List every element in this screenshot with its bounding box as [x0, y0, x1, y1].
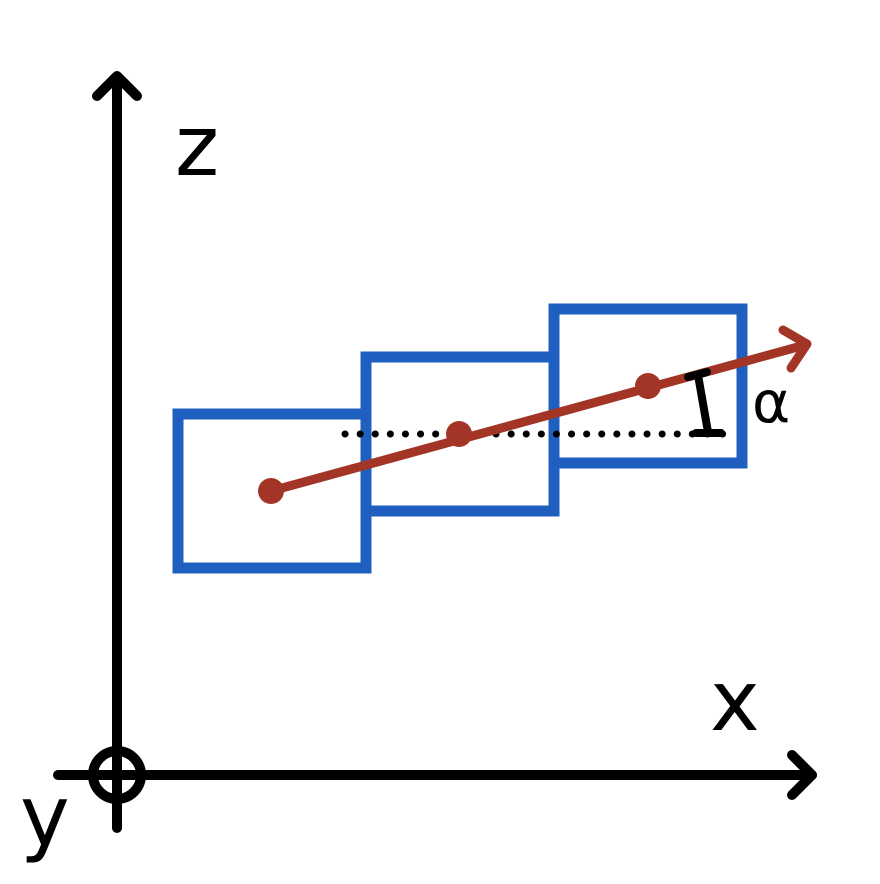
y-axis-label: y	[20, 767, 70, 865]
x-axis-arrowhead	[787, 750, 817, 800]
trajectory-point-1	[258, 478, 284, 504]
x-axis-label: x	[710, 652, 760, 750]
angle-marker	[684, 368, 725, 437]
trajectory-point-3	[635, 373, 661, 399]
trajectory-arrow	[258, 325, 812, 504]
z-axis-arrowhead	[92, 71, 142, 101]
box-3	[548, 303, 748, 469]
trajectory-arrowhead	[778, 325, 812, 373]
z-axis-label: z	[175, 97, 219, 195]
angle-label: α	[752, 368, 790, 436]
trajectory-line	[266, 340, 810, 496]
axes	[53, 71, 817, 833]
trajectory-point-2	[446, 421, 472, 447]
y-axis-symbol	[88, 746, 146, 804]
